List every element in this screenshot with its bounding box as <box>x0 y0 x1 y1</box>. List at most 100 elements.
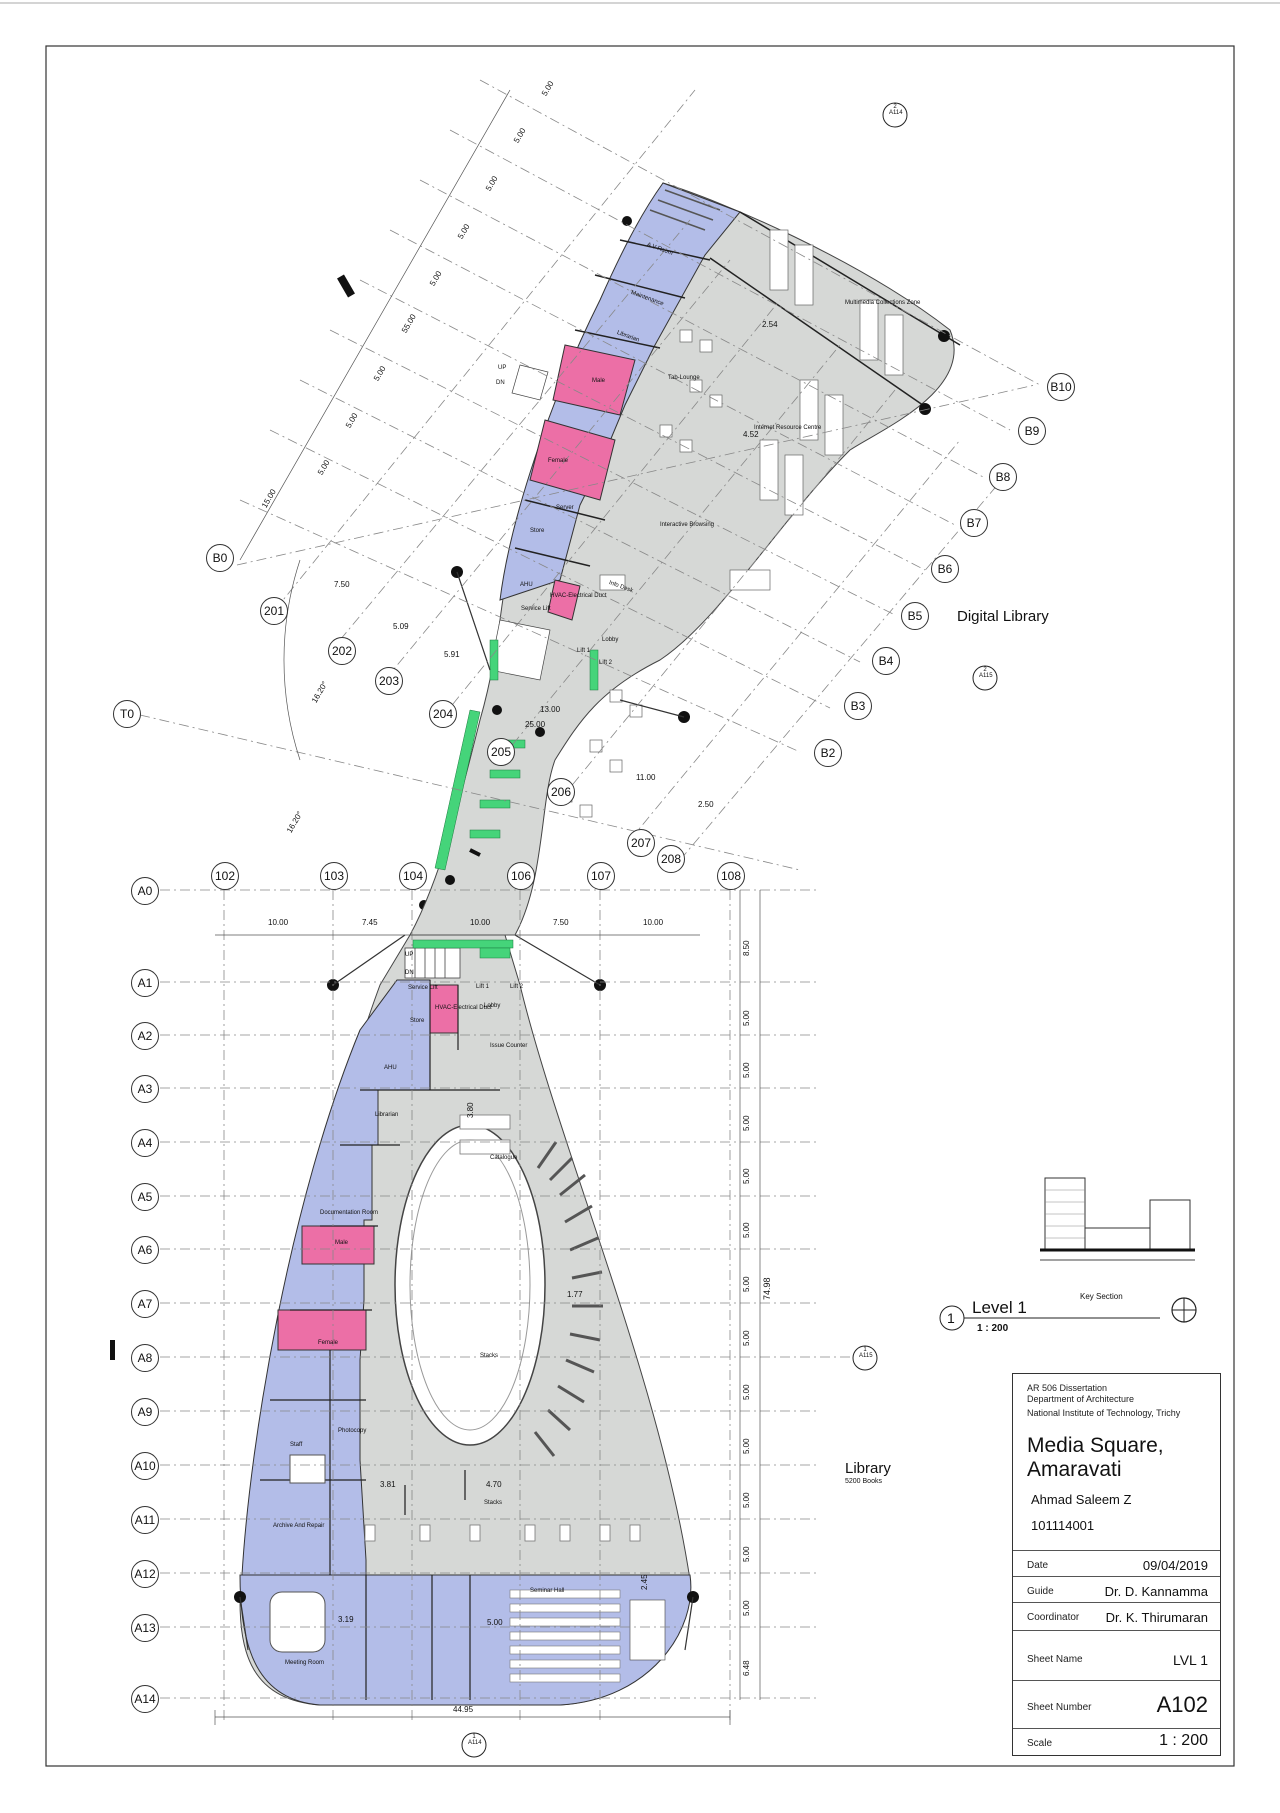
guide-label: Guide <box>1027 1586 1054 1597</box>
dim-upper-19: 2.54 <box>762 320 778 329</box>
dim-right-10: 5.00 <box>742 1492 751 1508</box>
dim-right-3: 5.00 <box>742 1115 751 1131</box>
grid-bubble-103: 103 <box>320 862 348 890</box>
grid-bubble-b0: B0 <box>206 544 234 572</box>
room-upper-16: Internet Resource Centre <box>754 425 822 431</box>
female-toilet-upper <box>529 419 616 501</box>
grid-bubble-206: 206 <box>547 778 575 806</box>
north-marker <box>1171 1297 1197 1323</box>
dim-right-13: 6.48 <box>742 1660 751 1676</box>
room-lower-17: Stacks <box>484 1500 503 1506</box>
section-callouts <box>461 102 998 1758</box>
upper-stairs <box>489 364 551 681</box>
grid-bubble-a11: A11 <box>131 1506 159 1534</box>
room-lower-18: Meeting Room <box>285 1660 325 1666</box>
dim-top-2: 10.00 <box>470 918 491 927</box>
title-block: AR 506 Dissertation Department of Archit… <box>1012 1373 1221 1756</box>
dim-upper-15: 2.50 <box>698 800 714 809</box>
library-service-zone <box>241 979 431 1576</box>
sheet-border <box>45 45 1235 1767</box>
dim-right-7: 5.00 <box>742 1330 751 1346</box>
date-label: Date <box>1027 1560 1049 1571</box>
room-upper-4: Female <box>548 458 569 464</box>
dim-right-9: 5.00 <box>742 1438 751 1454</box>
grid-bubble-202: 202 <box>328 637 356 665</box>
grid-bubble-102: 102 <box>211 862 239 890</box>
room-lower-7: Issue Counter <box>490 1043 528 1049</box>
room-upper-8: Service Lift <box>521 606 551 612</box>
room-upper-17: Multimedia Collections Zone <box>845 300 921 306</box>
dim-right-8: 5.00 <box>742 1384 751 1400</box>
room-upper-18: UP <box>498 365 507 371</box>
grid-bubble-208: 208 <box>657 845 685 873</box>
grid-bubble-204: 204 <box>429 700 457 728</box>
view-number: 1 <box>947 1310 955 1326</box>
room-lower-15: Archive And Repair <box>273 1523 325 1529</box>
dim-inner-0: 3.80 <box>466 1102 475 1118</box>
grid-bubble-a4: A4 <box>131 1129 159 1157</box>
planters-lower <box>412 939 514 959</box>
digital-columns <box>445 216 950 885</box>
dim-top-4: 10.00 <box>643 918 664 927</box>
room-lower-8: Librarian <box>375 1112 399 1118</box>
dim-upper-18: 25.00 <box>525 720 546 729</box>
grid-bubble-b2: B2 <box>814 739 842 767</box>
dim-right-2: 5.00 <box>742 1062 751 1078</box>
project-title-2: Amaravati <box>1027 1458 1122 1481</box>
grid-bubble-b4: B4 <box>872 647 900 675</box>
grid-bubble-a12: A12 <box>131 1560 159 1588</box>
student-name: Ahmad Saleem Z <box>1031 1492 1132 1507</box>
guide-value: Dr. D. Kannamma <box>1104 1584 1208 1599</box>
grid-bubble-b8: B8 <box>989 463 1017 491</box>
dim-top-0: 10.00 <box>268 918 289 927</box>
room-lower-20: UP <box>405 952 414 958</box>
grid-bubble-207: 207 <box>627 829 655 857</box>
course-text: AR 506 Dissertation <box>1027 1383 1108 1393</box>
dim-right-4: 5.00 <box>742 1168 751 1184</box>
grid-bubble-205: 205 <box>487 738 515 766</box>
room-upper-14: Interactive Browsing <box>660 522 715 528</box>
library-label: Library <box>845 1460 891 1477</box>
room-upper-11: Lift 1 <box>577 648 591 654</box>
dim-top-3: 7.50 <box>553 918 569 927</box>
dim-right-11: 5.00 <box>742 1546 751 1562</box>
hvac-duct-upper <box>547 579 581 621</box>
sheet-name-value: LVL 1 <box>1172 1652 1208 1668</box>
coordinator-label: Coordinator <box>1027 1612 1080 1623</box>
key-section-label: Key Section <box>1080 1292 1123 1301</box>
grid-bubble-b10: B10 <box>1047 373 1075 401</box>
grid-bubble-201: 201 <box>260 597 288 625</box>
dim-right-0: 8.50 <box>742 940 751 956</box>
room-lower-0: Service Lift <box>408 985 438 991</box>
institute-text: National Institute of Technology, Trichy <box>1027 1408 1181 1418</box>
room-upper-7: AHU <box>520 582 533 588</box>
scale-label: Scale <box>1027 1738 1053 1749</box>
grid-bubble-b6: B6 <box>931 555 959 583</box>
grid-bubble-104: 104 <box>399 862 427 890</box>
room-upper-3: Male <box>592 378 606 384</box>
room-lower-13: Staff <box>290 1442 303 1448</box>
room-lower-1: HVAC-Electrical Duct <box>435 1005 492 1011</box>
library-building <box>234 900 699 1706</box>
dim-inner-1: 1.77 <box>567 1290 583 1299</box>
key-section-diagram <box>1040 1177 1195 1261</box>
view-scale: 1 : 200 <box>977 1323 1009 1334</box>
grid-lines-lower <box>160 889 860 1720</box>
grid-bubble-a0: A0 <box>131 877 159 905</box>
grid-lines-upper <box>139 79 1041 871</box>
coordinator-value: Dr. K. Thirumaran <box>1105 1610 1208 1625</box>
dim-right-5: 5.00 <box>742 1222 751 1238</box>
room-lower-21: DN <box>405 970 414 976</box>
dept-text: Department of Architecture <box>1027 1394 1135 1404</box>
dim-bottom: 44.95 <box>453 1705 474 1714</box>
lower-stair <box>404 947 461 979</box>
meeting-table <box>269 1591 326 1653</box>
grid-bubble-a5: A5 <box>131 1183 159 1211</box>
sheet-number-label: Sheet Number <box>1027 1702 1092 1713</box>
dim-right-12: 5.00 <box>742 1600 751 1616</box>
dim-upper-10: 7.50 <box>334 580 350 589</box>
project-title-1: Media Square, <box>1027 1434 1164 1457</box>
